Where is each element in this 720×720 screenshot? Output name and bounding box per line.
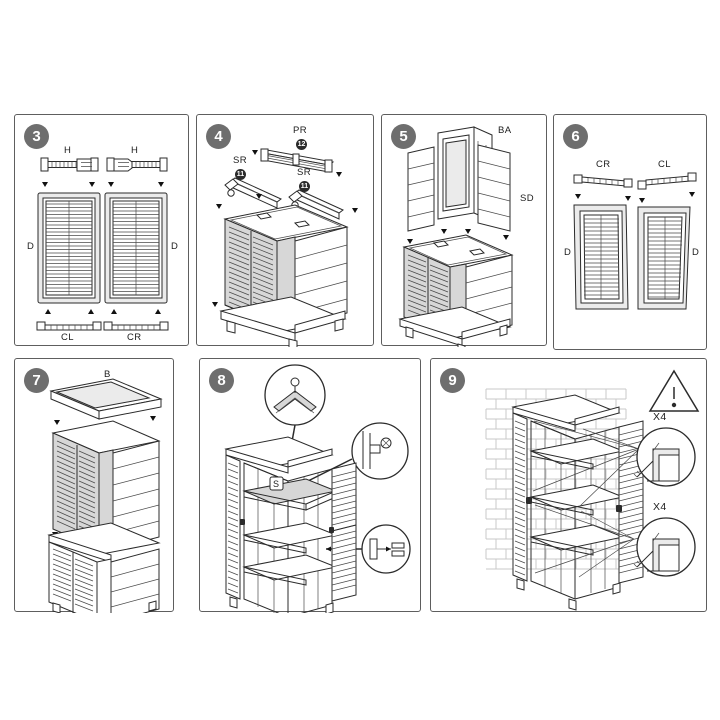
part-door-left-6 xyxy=(573,204,629,310)
step-3-artwork xyxy=(36,157,169,331)
step-panel-9: 9 xyxy=(430,358,707,612)
label-sr-left: SR xyxy=(233,155,247,166)
step-badge-7: 7 xyxy=(24,368,49,393)
arrow-group-left-bottom xyxy=(45,309,94,319)
step-badge-9: 9 xyxy=(440,368,465,393)
step-badge-8: 8 xyxy=(209,368,234,393)
label-sr-right: SR xyxy=(297,167,311,178)
label-b: B xyxy=(104,369,111,380)
part-sd-left xyxy=(407,146,435,232)
step-4-artwork xyxy=(212,145,358,347)
part-sr-left xyxy=(224,177,282,209)
callout-bracket-upper xyxy=(633,427,696,487)
label-cr-6: CR xyxy=(596,159,611,170)
arrow-group-step6 xyxy=(575,187,695,203)
label-x4-upper: X4 xyxy=(653,411,667,423)
arrow-group-right-top xyxy=(108,177,164,187)
part-cr xyxy=(103,321,169,331)
label-cl: CL xyxy=(61,332,74,343)
cabinet-lower-doors xyxy=(48,541,160,613)
step-badge-6: 6 xyxy=(563,124,588,149)
label-cr: CR xyxy=(127,332,142,343)
warning-triangle-icon xyxy=(648,369,700,412)
step-5-artwork xyxy=(398,126,514,347)
cabinet-upper-doors xyxy=(51,420,161,550)
qty-badge-pr: 12 xyxy=(296,139,307,150)
step-badge-4: 4 xyxy=(206,124,231,149)
arrow-group-left-top xyxy=(42,177,95,187)
callout-door-catch-detail xyxy=(326,524,411,574)
label-d-right: D xyxy=(171,241,179,252)
callout-top-corner-detail xyxy=(264,364,326,448)
part-door-right xyxy=(104,192,168,304)
leader-lines-upper xyxy=(532,420,640,508)
leader-lines-lower xyxy=(534,504,635,578)
step-panel-8: 8 xyxy=(199,358,421,613)
part-cr-rail xyxy=(573,174,633,188)
label-sd: SD xyxy=(520,193,534,204)
label-cl-6: CL xyxy=(658,159,671,170)
label-pr: PR xyxy=(293,125,307,136)
part-cl-rail xyxy=(637,172,697,190)
part-door-left xyxy=(37,192,101,304)
label-shelf-s: S xyxy=(273,479,280,489)
step-9-artwork xyxy=(485,369,700,611)
part-h-left xyxy=(40,157,99,172)
step-panel-3: 3 xyxy=(14,114,189,346)
step-6-artwork xyxy=(573,172,697,310)
label-ba: BA xyxy=(498,125,512,136)
cabinet-open-with-shelf xyxy=(224,436,357,613)
callout-bracket-lower xyxy=(633,517,696,577)
arrow-group-step5 xyxy=(407,223,509,244)
cabinet-feet xyxy=(52,600,157,613)
arrow-group-right-bottom xyxy=(111,309,161,319)
part-sd-right xyxy=(477,144,511,232)
label-h-right: H xyxy=(131,145,139,156)
label-x4-lower: X4 xyxy=(653,501,667,513)
qty-badge-sr-right: 11 xyxy=(299,181,310,192)
part-pr xyxy=(260,148,335,173)
step-8-artwork xyxy=(224,364,411,613)
label-h-left: H xyxy=(64,145,72,156)
cabinet-lower-assembly xyxy=(219,204,349,347)
step-panel-7: 7 xyxy=(14,358,174,613)
part-door-right-6 xyxy=(637,206,691,310)
label-d-left-6: D xyxy=(564,247,572,258)
step-badge-3: 3 xyxy=(24,124,49,149)
step-panel-5: 5 xyxy=(381,114,547,347)
part-b-top-board xyxy=(49,378,163,420)
cabinet-wall-mounted xyxy=(511,394,644,611)
label-d-left: D xyxy=(27,241,35,252)
step-badge-5: 5 xyxy=(391,124,416,149)
part-h-right xyxy=(106,157,168,172)
qty-badge-sr-left: 11 xyxy=(235,169,246,180)
step-7-artwork xyxy=(47,378,163,613)
step-panel-4: 4 xyxy=(196,114,374,347)
cabinet-lower xyxy=(398,234,514,347)
part-cl xyxy=(36,321,102,331)
label-d-right-6: D xyxy=(692,247,700,258)
step-panel-6: 6 xyxy=(553,114,707,350)
part-sr-right xyxy=(288,189,344,220)
